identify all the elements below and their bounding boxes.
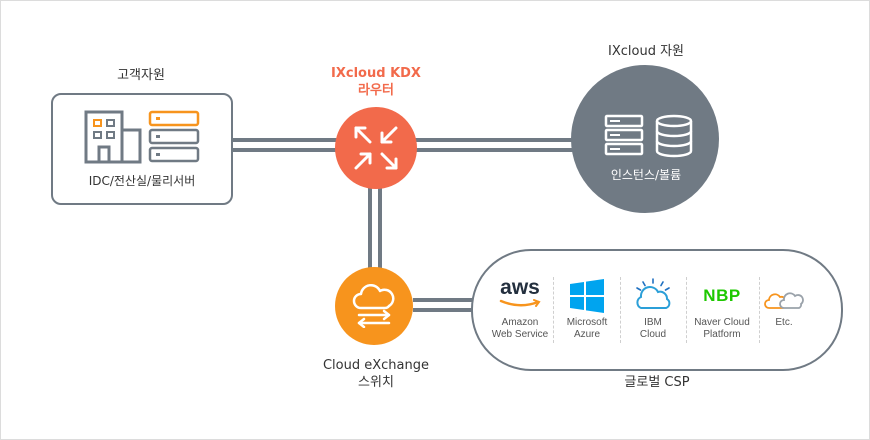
cloud-exchange-icon — [352, 284, 395, 328]
csp-label: Etc. — [775, 317, 793, 328]
exchange-subtitle: 스위치 — [358, 375, 394, 390]
nbp-logo: NBP — [703, 286, 741, 305]
pipe-exchange-csp — [413, 308, 473, 312]
csp-divider — [686, 277, 687, 343]
customer-title: 고객자원 — [117, 68, 165, 83]
csp-divider — [620, 277, 621, 343]
pipe-router-ixcloud — [415, 148, 575, 152]
windows-logo-icon — [570, 279, 604, 313]
ixcloud-node — [571, 65, 719, 213]
ibm-cloud-icon — [636, 278, 671, 309]
customer-caption: IDC/전산실/물리서버 — [88, 174, 196, 188]
customer-box: IDC/전산실/물리서버 — [51, 93, 233, 205]
router-subtitle: 라우터 — [358, 83, 394, 98]
building-icon — [84, 110, 142, 164]
pipe-router-exchange — [368, 185, 372, 271]
server-rack-icon — [148, 110, 200, 163]
aws-logo: aws — [500, 276, 540, 299]
router-title: IXcloud KDX — [331, 66, 421, 81]
csp-title: 글로벌 CSP — [624, 375, 690, 390]
pipe-exchange-csp — [413, 298, 473, 302]
server-icon — [604, 114, 644, 156]
csp-divider — [759, 277, 760, 343]
pipe-router-ixcloud — [415, 138, 575, 142]
database-icon — [655, 114, 693, 158]
csp-divider — [553, 277, 554, 343]
router-node — [335, 107, 417, 189]
etc-clouds-icon — [764, 292, 804, 309]
pipe-router-exchange — [378, 185, 382, 271]
pipe-customer-router — [229, 138, 339, 142]
exchange-node — [335, 267, 413, 345]
ixcloud-title: IXcloud 자원 — [608, 44, 684, 59]
pipe-customer-router — [229, 148, 339, 152]
router-arrows-icon — [354, 126, 398, 170]
ixcloud-caption: 인스턴스/볼륨 — [610, 168, 682, 182]
aws-smile-icon — [499, 299, 541, 307]
csp-item-etc: Etc. — [759, 251, 809, 361]
exchange-title: Cloud eXchange — [322, 358, 429, 373]
